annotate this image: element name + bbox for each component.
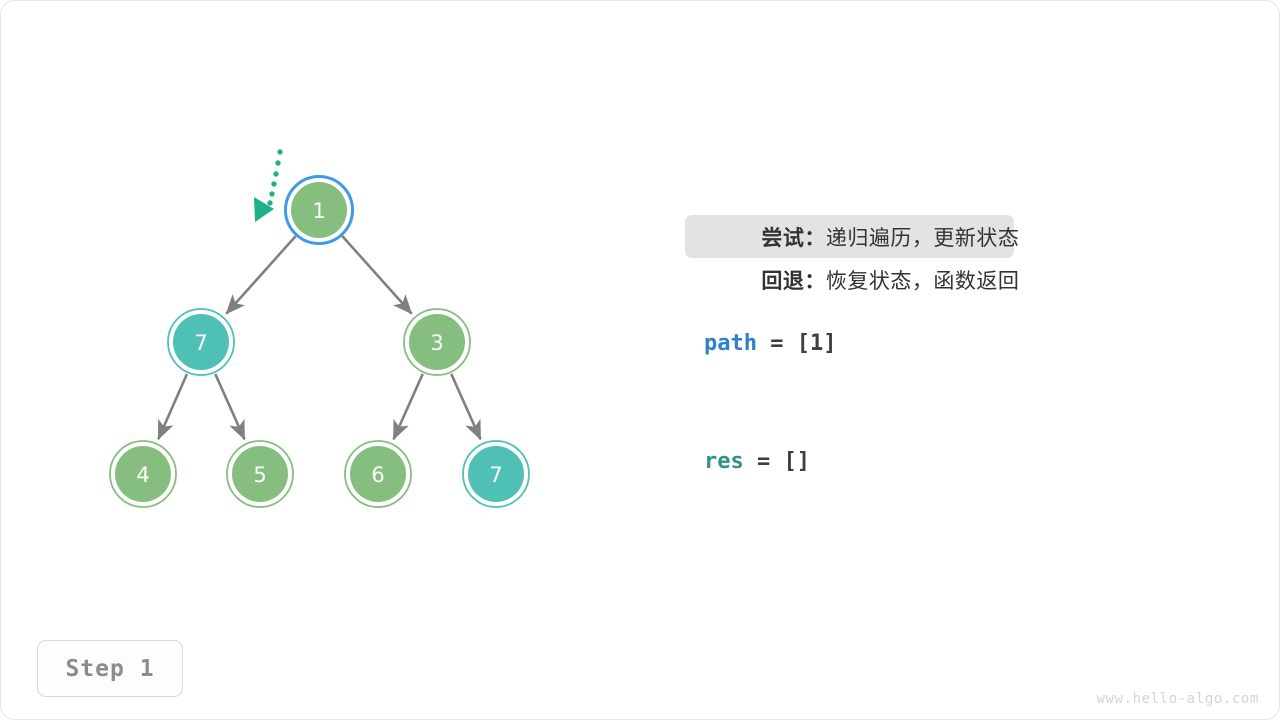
node-value-label: 1	[312, 199, 325, 223]
node-circle	[291, 182, 347, 238]
node-value-label: 7	[194, 331, 207, 355]
site-watermark: www.hello-algo.com	[1096, 691, 1259, 707]
path-variable-name: path	[704, 331, 757, 356]
tree-edge	[450, 373, 482, 441]
state-panel: 尝试：递归遍历，更新状态 回退：恢复状态，函数返回	[685, 215, 1205, 301]
pointer-dot	[275, 160, 281, 166]
pointer-dot	[273, 171, 279, 177]
tree-node-7: 7	[167, 308, 235, 376]
node-circle	[409, 314, 465, 370]
res-variable-row: res = []	[704, 449, 810, 474]
node-circle	[232, 446, 288, 502]
node-value-label: 6	[371, 463, 384, 487]
tree-node-6: 6	[344, 440, 412, 508]
tree-edge	[225, 235, 297, 315]
res-variable-value: = []	[743, 449, 810, 474]
node-outline-ring	[403, 308, 471, 376]
tree-node-1: 1	[284, 175, 354, 245]
tree-edge	[157, 373, 189, 441]
tree-nodes: 1 7 3 4 5 6 7	[109, 175, 530, 508]
node-outline-ring	[462, 440, 530, 508]
try-text: 递归遍历，更新状态	[825, 225, 1020, 250]
node-value-label: 3	[430, 331, 443, 355]
backtrack-keyword: 回退：	[761, 268, 826, 293]
node-value-label: 5	[253, 463, 266, 487]
path-variable-row: path = [1]	[704, 331, 836, 356]
tree-node-4: 4	[109, 440, 177, 508]
pointer-dot	[267, 200, 273, 206]
backtrack-row: 回退：恢复状态，函数返回	[685, 258, 1205, 301]
pointer-arrowhead-icon	[254, 197, 274, 222]
node-value-label: 7	[489, 463, 502, 487]
node-circle	[468, 446, 524, 502]
tree-edges	[157, 235, 482, 441]
step-badge-label: Step 1	[65, 655, 155, 682]
node-circle	[115, 446, 171, 502]
node-circle	[173, 314, 229, 370]
res-variable-name: res	[704, 449, 744, 474]
pointer-dot	[269, 191, 275, 197]
try-row: 尝试：递归遍历，更新状态	[685, 215, 1019, 258]
tree-node-3: 3	[403, 308, 471, 376]
pointer-dot	[277, 149, 283, 155]
node-circle	[350, 446, 406, 502]
tree-edge	[214, 373, 246, 441]
node-outline-ring	[167, 308, 235, 376]
node-outline-ring	[226, 440, 294, 508]
tree-node-7: 7	[462, 440, 530, 508]
tree-node-5: 5	[226, 440, 294, 508]
path-variable-value: = [1]	[756, 331, 837, 356]
node-outline-ring	[344, 440, 412, 508]
pointer-dot	[271, 181, 277, 187]
backtrack-text: 恢复状态，函数返回	[825, 268, 1020, 293]
node-value-label: 4	[136, 463, 149, 487]
traversal-pointer	[254, 149, 283, 222]
active-node-ring	[284, 175, 354, 245]
node-outline-ring	[109, 440, 177, 508]
try-keyword: 尝试：	[761, 225, 826, 250]
tree-edge	[341, 235, 413, 315]
step-badge: Step 1	[37, 640, 183, 697]
tree-edge	[392, 373, 424, 441]
